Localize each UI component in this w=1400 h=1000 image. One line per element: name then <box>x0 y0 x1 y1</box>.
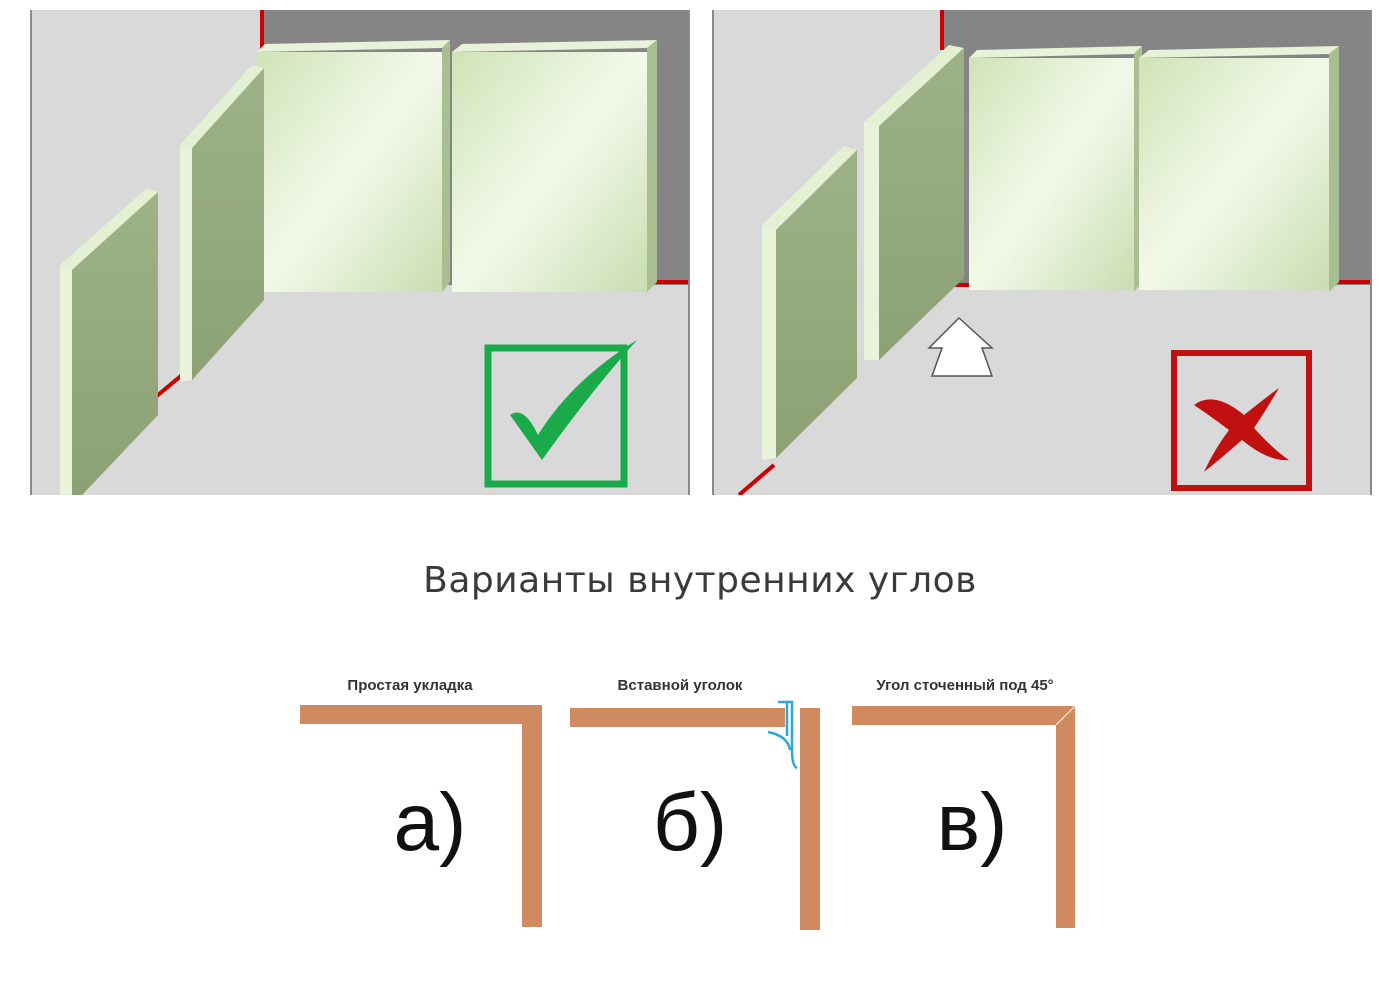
back-board-2 <box>452 40 657 292</box>
variant-a-label: а) <box>394 777 467 868</box>
variant-a-vertical-strip <box>522 705 542 927</box>
variant-v-horizontal-strip <box>852 706 1075 725</box>
correct-corner-panel <box>30 10 690 495</box>
variant-b-horizontal-strip <box>570 708 785 727</box>
variant-a-title: Простая укладка <box>347 677 473 694</box>
variant-a: Простая укладка а) <box>300 677 542 927</box>
wrong-corner-illustration <box>737 10 1370 495</box>
variant-v: Угол сточенный под 45° в) <box>852 677 1076 928</box>
back-board-1 <box>257 40 450 292</box>
cross-icon <box>1171 350 1312 491</box>
variant-v-miter-joint <box>1055 705 1076 726</box>
floor-edge-line-left <box>737 463 776 495</box>
arrow-up-icon <box>927 316 994 377</box>
side-board-2 <box>60 188 158 495</box>
insert-corner-profile-inner <box>767 702 792 751</box>
side-board-1 <box>180 65 264 382</box>
variant-a-horizontal-strip <box>300 705 522 724</box>
diagram-caption: Варианты внутренних углов <box>423 560 977 601</box>
variant-v-label: в) <box>937 777 1008 868</box>
variant-b: Вставной уголок б) <box>570 677 820 930</box>
correct-corner-illustration <box>60 10 688 495</box>
side-board-1 <box>864 45 964 360</box>
insert-corner-profile <box>778 700 798 770</box>
variant-b-title: Вставной уголок <box>618 677 743 694</box>
corner-variants-diagram: Простая укладка а) Вставной уголок б) Уг… <box>300 677 1076 930</box>
side-board-2 <box>762 146 857 460</box>
checkmark-icon <box>484 340 637 488</box>
back-board-1 <box>969 46 1142 292</box>
variant-v-title: Угол сточенный под 45° <box>876 677 1053 694</box>
wrong-corner-panel <box>712 10 1372 495</box>
variant-v-vertical-strip <box>1056 706 1075 928</box>
variant-b-vertical-strip <box>800 708 820 930</box>
variant-b-label: б) <box>653 777 727 868</box>
back-board-2 <box>1139 46 1339 292</box>
